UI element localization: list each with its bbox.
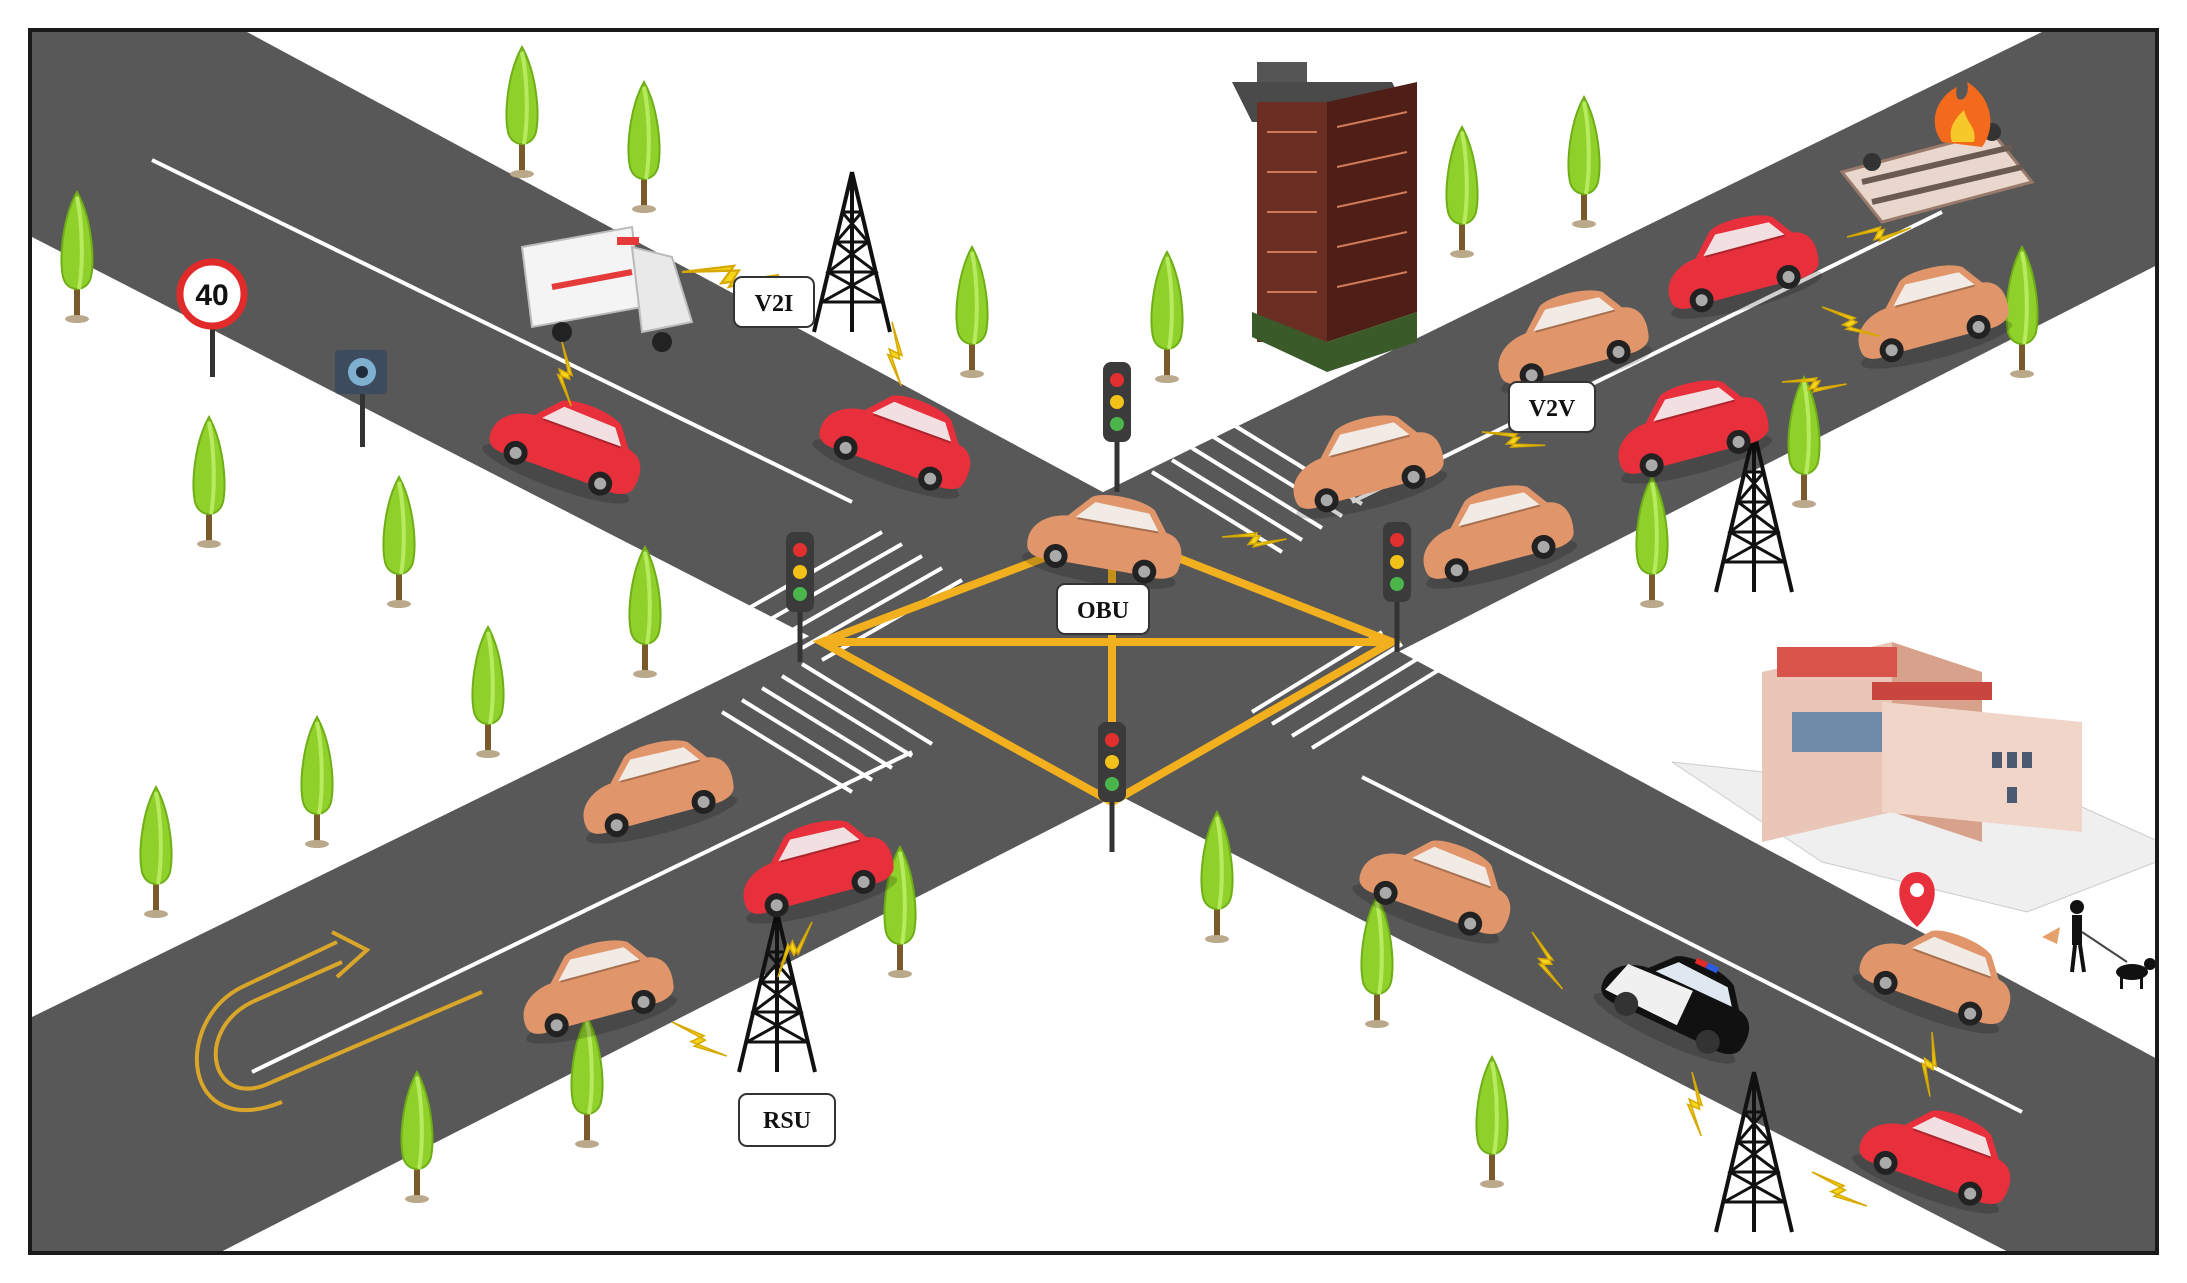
- svg-text:OBU: OBU: [1077, 598, 1129, 624]
- dog-icon: [2081, 931, 2155, 989]
- label-v2i: V2I: [733, 276, 815, 328]
- police-car-icon: [1593, 956, 1750, 1064]
- location-pin-icon: [1899, 872, 1935, 927]
- diagram-frame: 40: [28, 28, 2159, 1255]
- tower-icon: [812, 170, 892, 334]
- traffic-light-icon: [1103, 362, 1131, 492]
- fire-icon: [1934, 82, 1991, 147]
- svg-text:V2V: V2V: [1529, 396, 1576, 422]
- speed-sign-icon: 40: [176, 258, 248, 377]
- signal-bolt-icon: [1807, 1171, 1872, 1207]
- signal-bolt-icon: [667, 1021, 732, 1057]
- svg-text:RSU: RSU: [763, 1108, 811, 1134]
- crashed-car-icon: [1839, 123, 2035, 224]
- hospital-icon: [1671, 642, 2155, 913]
- label-rsu: RSU: [738, 1093, 836, 1147]
- building-icon: [1232, 62, 1417, 372]
- traffic-light-icon: [1098, 722, 1126, 852]
- intersection-scene: 40: [32, 32, 2155, 1251]
- u-turn-arrow-icon: [194, 930, 483, 1112]
- ambulance-icon: [520, 225, 694, 352]
- label-obu: OBU: [1056, 583, 1150, 635]
- pedestrian-icon: [2042, 900, 2086, 973]
- speed-limit-text: 40: [195, 279, 228, 312]
- label-v2v: V2V: [1508, 381, 1596, 433]
- speed-camera-icon: [335, 350, 387, 447]
- svg-text:V2I: V2I: [755, 291, 794, 317]
